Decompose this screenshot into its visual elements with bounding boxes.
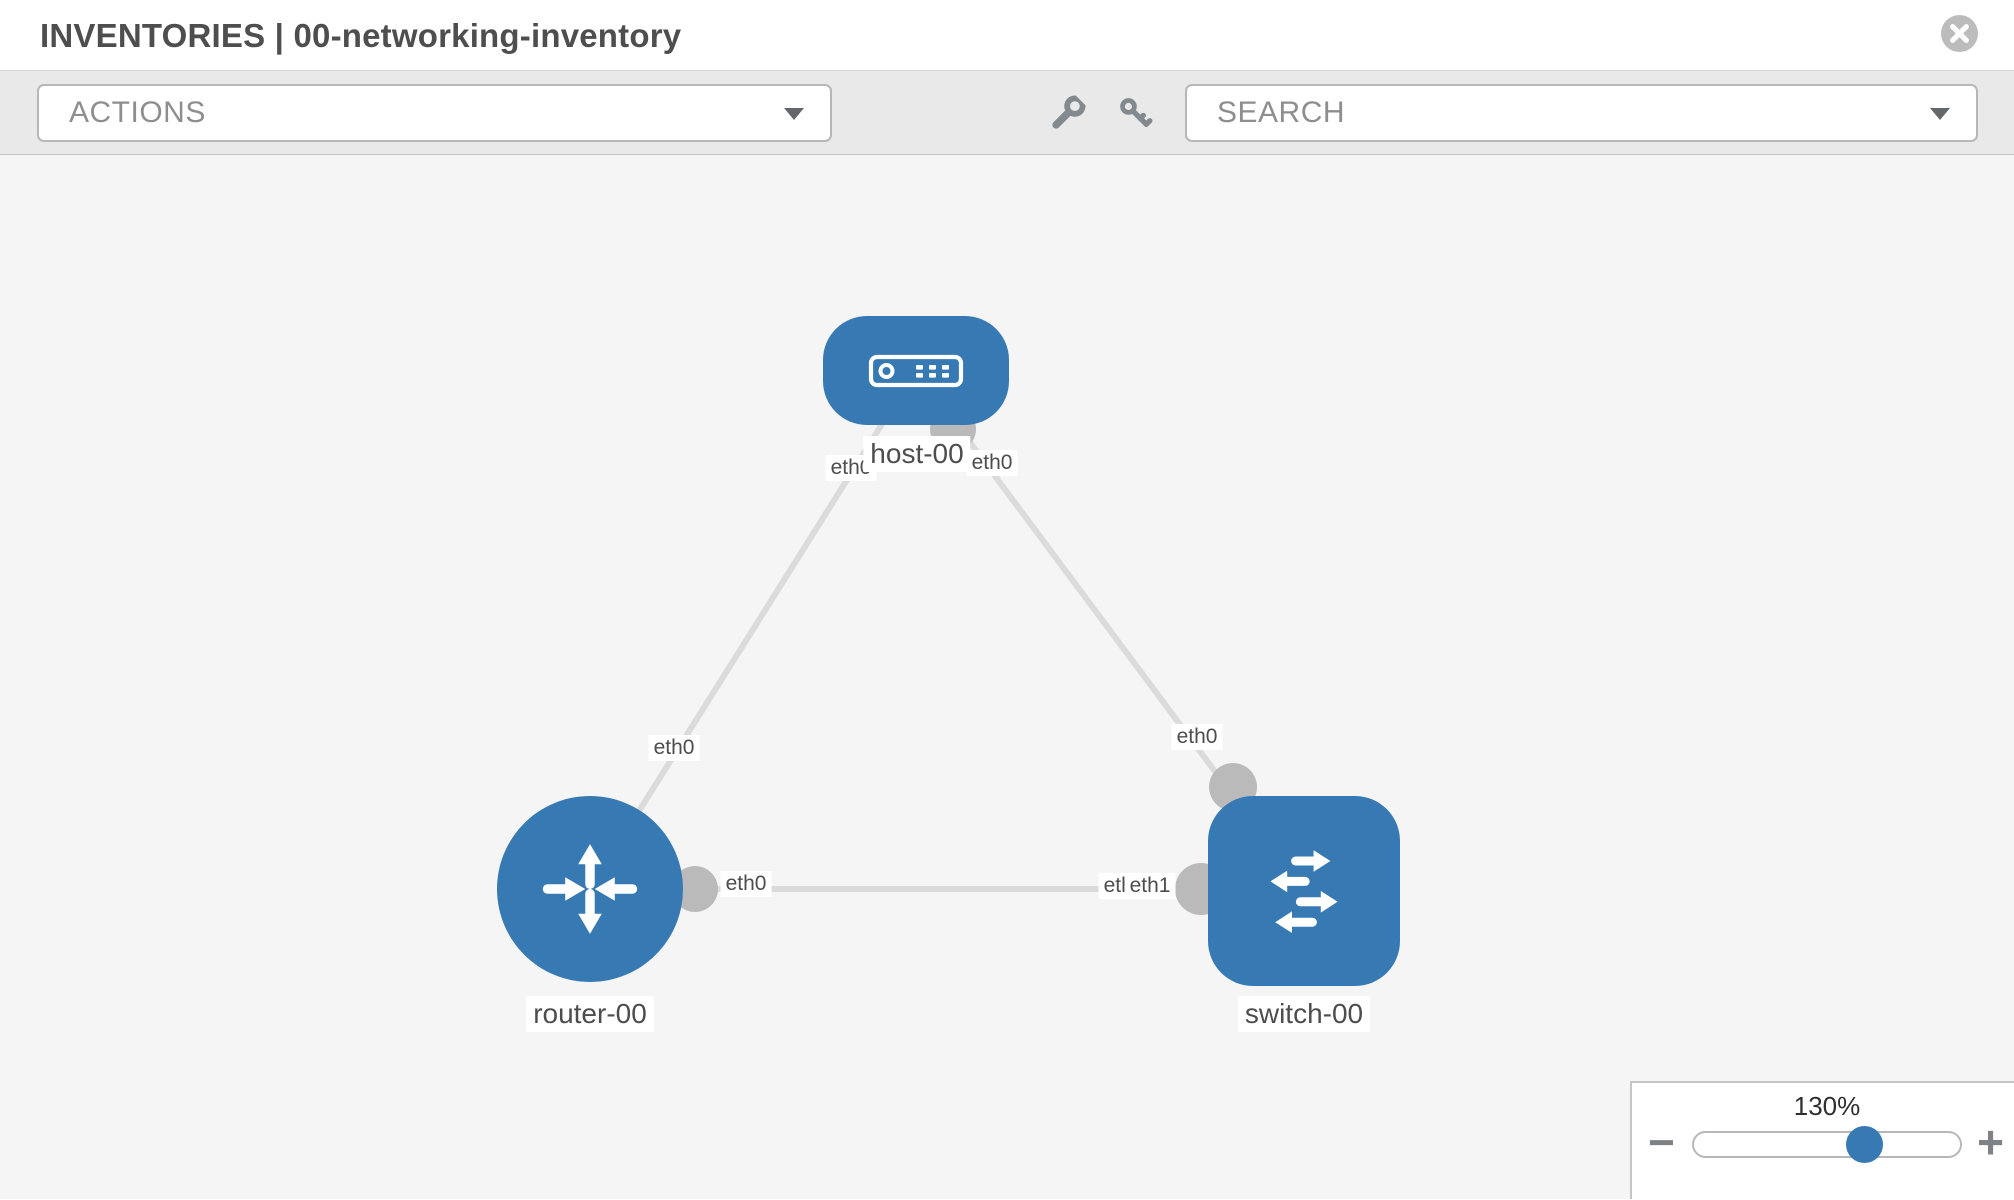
key-icon [1120, 98, 1153, 127]
page-title: INVENTORIES | 00-networking-inventory [40, 17, 682, 54]
wrench-icon [1052, 93, 1088, 129]
interface-label: eth0 [720, 871, 772, 897]
zoom-control-panel: 130% − + [1630, 1081, 2014, 1199]
zoom-out-button[interactable]: − [1648, 1116, 1675, 1168]
close-icon [1950, 24, 1969, 43]
interface-label: eth0 [648, 735, 700, 761]
search-dropdown[interactable]: SEARCH [1185, 84, 1978, 142]
topology-canvas[interactable]: eth0 eth0 eth0 eth0 eth0 eth1 eth0 host-… [0, 155, 2014, 1199]
zoom-in-button[interactable]: + [1977, 1116, 2004, 1168]
caret-down-icon [784, 108, 804, 120]
node-label-host-00: host-00 [863, 436, 971, 472]
topology-links-layer [587, 368, 1307, 915]
toolbar: ACTIONS SEARCH [0, 71, 2014, 155]
search-dropdown-label: SEARCH [1217, 96, 1346, 129]
node-router-00[interactable] [497, 796, 683, 982]
close-button[interactable] [1941, 15, 1978, 52]
zoom-level-value: 130% [1793, 1091, 1861, 1121]
interface-label: eth0 [1171, 724, 1223, 750]
zoom-slider-track[interactable] [1692, 1126, 1962, 1163]
host-icon [868, 354, 964, 387]
interface-label: eth1 [1124, 873, 1176, 899]
window-header: INVENTORIES | 00-networking-inventory [0, 0, 2014, 71]
zoom-slider-thumb[interactable] [1845, 1126, 1883, 1163]
interface-label: eth0 [966, 450, 1018, 476]
router-icon [542, 844, 638, 934]
node-label-switch-00: switch-00 [1237, 996, 1371, 1032]
node-switch-00[interactable] [1208, 796, 1400, 986]
node-label-router-00: router-00 [526, 996, 654, 1032]
actions-dropdown[interactable]: ACTIONS [37, 84, 832, 142]
credentials-button[interactable] [1109, 87, 1161, 139]
node-host-00[interactable] [823, 316, 1009, 425]
switch-icon [1270, 850, 1338, 933]
caret-down-icon [1930, 108, 1950, 120]
interface-dot-router [672, 866, 718, 912]
actions-dropdown-label: ACTIONS [69, 96, 206, 129]
configure-button[interactable] [1042, 87, 1094, 139]
